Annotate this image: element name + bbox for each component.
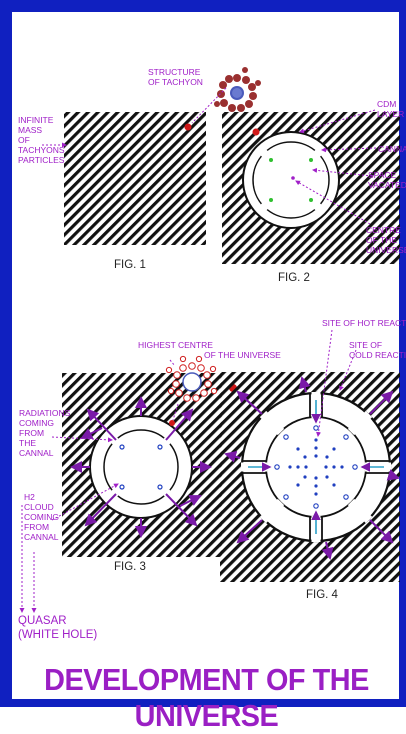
h2-line-2: CLOUD xyxy=(24,502,54,512)
tachyon-structure-icon xyxy=(214,67,261,112)
cold-line-1: SITE OF xyxy=(349,340,383,350)
centre-line-3: UNIVERSE xyxy=(366,245,406,255)
h2-line-1: H2 xyxy=(24,492,35,502)
radiations-line-1: RADIATIONS xyxy=(19,408,71,418)
highest-centre-label: HIGHEST CENTRE OF THE UNIVERSE xyxy=(138,340,281,360)
structure-pointer xyxy=(191,87,227,124)
radiations-line-2: COMING xyxy=(19,418,54,428)
structure-label-line-1: STRUCTURE xyxy=(148,67,201,77)
mass-label-line-2: MASS xyxy=(18,125,43,135)
fig1-hatched-block xyxy=(64,112,206,245)
cdm-layer-label: CDM LAYER xyxy=(377,99,404,119)
cdm-line-2: LAYER xyxy=(377,109,405,119)
infinite-mass-label: INFINITE MASS OF TACHYONS PARTICLES xyxy=(18,115,65,165)
h2-line-3: COMING xyxy=(24,512,59,522)
hot-reaction-label: SITE OF HOT REACTION xyxy=(322,318,406,328)
quasar-line-1: QUASAR xyxy=(18,615,67,627)
h2-line-4: FROM xyxy=(24,522,50,532)
mass-label-line-5: PARTICLES xyxy=(18,155,65,165)
cannal-line-1: CANNAL xyxy=(378,144,406,154)
fig1-caption: FIG. 1 xyxy=(114,259,146,271)
fig4-inflow-arrows xyxy=(248,400,384,534)
h2-line-5: CANNAL xyxy=(24,532,59,542)
quasar-line-2: (WHITE HOLE) xyxy=(18,629,98,641)
tachyon-particle-dot xyxy=(184,123,192,131)
space-vacated-label: SPACE VACATED xyxy=(368,170,406,190)
cold-reaction-label: SITE OF COLD REACTION xyxy=(349,340,406,360)
highest-centre-icon xyxy=(165,355,218,402)
fig2-ring xyxy=(242,131,340,229)
space-line-2: VACATED xyxy=(368,180,406,190)
centre-universe-label: CENTRE OF THE UNIVERSE xyxy=(366,225,406,255)
h2-cloud-label: H2 CLOUD COMING FROM CANNAL xyxy=(24,492,59,542)
mass-label-line-1: INFINITE xyxy=(18,115,54,125)
blue-frame xyxy=(0,0,406,707)
fig4-pointers xyxy=(316,329,357,437)
cdm-line-1: CDM xyxy=(377,99,397,109)
page-title: DEVELOPMENT OF THE UNIVERSE xyxy=(44,662,369,733)
radiations-line-3: FROM xyxy=(19,428,45,438)
highest-line-2: OF THE UNIVERSE xyxy=(204,350,281,360)
radiations-label: RADIATIONS COMING FROM THE CANNAL xyxy=(19,408,70,458)
fig3-red-dot-left xyxy=(169,420,175,426)
structure-of-tachyon-label: STRUCTURE OF TACHYON xyxy=(148,67,203,87)
mass-label-line-4: TACHYONS xyxy=(18,145,65,155)
hot-line-1: SITE OF HOT REACTION xyxy=(322,318,406,328)
structure-label-line-2: OF TACHYON xyxy=(148,77,203,87)
space-line-1: SPACE xyxy=(368,170,397,180)
fig4-outflow-arrows xyxy=(224,376,400,560)
radiations-line-4: THE xyxy=(19,438,36,448)
centre-line-1: CENTRE xyxy=(366,225,401,235)
fig3-radiation-arrows xyxy=(70,396,212,538)
highest-line-1: HIGHEST CENTRE xyxy=(138,340,213,350)
centre-line-2: OF THE xyxy=(366,235,398,245)
fig3-pointers xyxy=(19,359,179,613)
fig2-caption: FIG. 2 xyxy=(278,272,310,284)
fig3-ring xyxy=(89,415,193,519)
cannal-label: CANNAL xyxy=(378,144,406,154)
radiations-line-5: CANNAL xyxy=(19,448,54,458)
fig2-red-dot xyxy=(252,128,260,136)
fig2-pointers xyxy=(295,109,377,225)
fig4-caption: FIG. 4 xyxy=(306,589,338,601)
cold-line-2: COLD REACTION xyxy=(349,350,406,360)
diagram-canvas xyxy=(0,0,406,707)
mass-label-line-3: OF xyxy=(18,135,30,145)
fig3-caption: FIG. 3 xyxy=(114,561,146,573)
quasar-label: QUASAR (WHITE HOLE) xyxy=(18,614,97,642)
